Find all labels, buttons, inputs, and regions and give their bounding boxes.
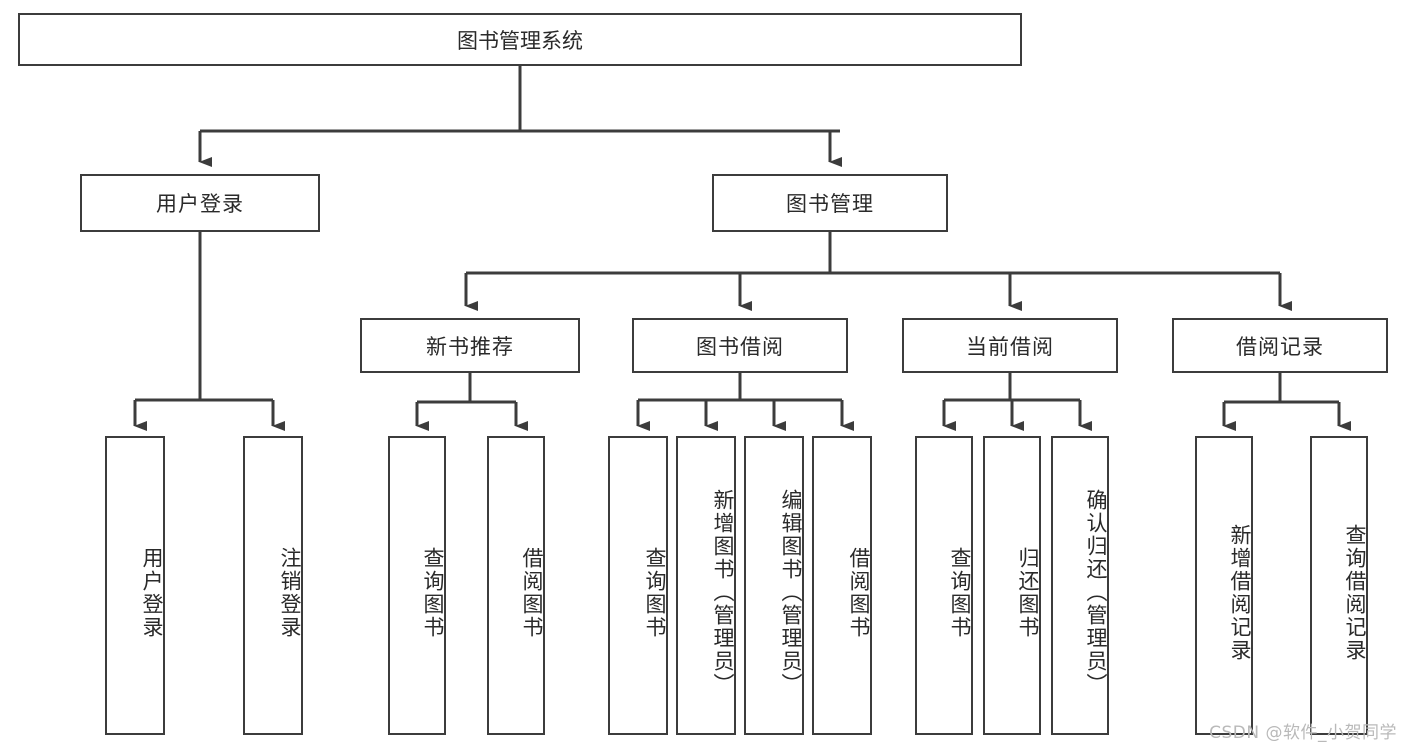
node-leaf-borrow-book-1[interactable]: 借阅图书 <box>487 436 545 735</box>
node-leaf-query-book-1[interactable]: 查询图书 <box>388 436 446 735</box>
node-leaf-return-book[interactable]: 归还图书 <box>983 436 1041 735</box>
node-leaf-edit-book[interactable]: 编辑图书（管理员） <box>744 436 804 735</box>
node-new-book-recommend[interactable]: 新书推荐 <box>360 318 580 373</box>
node-leaf-borrow-book-2[interactable]: 借阅图书 <box>812 436 872 735</box>
node-leaf-user-logout[interactable]: 注销登录 <box>243 436 303 735</box>
node-book-manage[interactable]: 图书管理 <box>712 174 948 232</box>
node-root-system[interactable]: 图书管理系统 <box>18 13 1022 66</box>
node-book-borrow[interactable]: 图书借阅 <box>632 318 848 373</box>
node-leaf-query-record[interactable]: 查询借阅记录 <box>1310 436 1368 735</box>
node-leaf-query-book-2[interactable]: 查询图书 <box>608 436 668 735</box>
node-leaf-query-book-3[interactable]: 查询图书 <box>915 436 973 735</box>
node-user-login[interactable]: 用户登录 <box>80 174 320 232</box>
node-leaf-add-book[interactable]: 新增图书（管理员） <box>676 436 736 735</box>
csdn-watermark: CSDN @软件_小贺同学 <box>1209 723 1397 743</box>
node-leaf-user-login[interactable]: 用户登录 <box>105 436 165 735</box>
node-leaf-add-record[interactable]: 新增借阅记录 <box>1195 436 1253 735</box>
node-current-borrow[interactable]: 当前借阅 <box>902 318 1118 373</box>
node-leaf-confirm-return[interactable]: 确认归还（管理员） <box>1051 436 1109 735</box>
node-borrow-record[interactable]: 借阅记录 <box>1172 318 1388 373</box>
